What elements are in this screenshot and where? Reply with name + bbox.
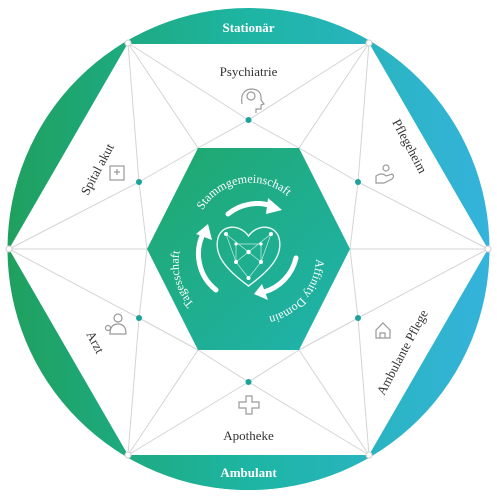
home-care-icon	[375, 322, 391, 339]
ring-label-top: Stationär	[223, 20, 275, 35]
node-label-apotheke: Apotheke	[223, 428, 274, 443]
ring-label-bottom: Ambulant	[220, 465, 277, 480]
inner-hexagon	[147, 148, 350, 350]
hand-care-icon	[375, 164, 395, 184]
node-label-psychiatrie: Psychiatrie	[220, 64, 278, 79]
node-dots	[136, 117, 361, 385]
corner-dots	[5, 39, 492, 459]
hospital-icon	[109, 165, 125, 181]
doctor-icon	[104, 313, 127, 335]
connector-lines	[8, 42, 489, 456]
network-heart-icon	[216, 226, 281, 287]
pharmacy-cross-icon	[238, 395, 260, 415]
cycle-arrowheads	[196, 198, 282, 300]
head-brain-icon	[241, 88, 265, 113]
